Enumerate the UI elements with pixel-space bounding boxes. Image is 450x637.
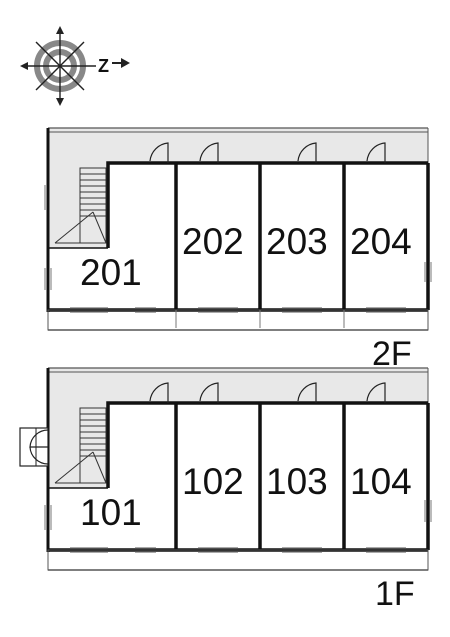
door-icon	[149, 382, 386, 403]
unit-103-label: 103	[266, 461, 328, 502]
unit-101-label: 101	[80, 492, 142, 533]
unit-203-label: 203	[266, 221, 328, 262]
unit-104-label: 104	[350, 461, 412, 502]
floor-2f-plan: 201 202 203 204 2F	[44, 127, 432, 373]
floor-2f-label: 2F	[372, 335, 412, 373]
unit-201-label: 201	[80, 252, 142, 293]
floor-1f-label: 1F	[375, 575, 415, 613]
stairs-2f	[54, 167, 107, 244]
door-icon	[149, 142, 386, 163]
floor-1f-plan: 101 102 103 104 1F	[19, 367, 432, 613]
unit-202-label: 202	[182, 221, 244, 262]
compass-icon: Z	[20, 26, 130, 106]
stairs-1f	[54, 407, 107, 484]
unit-204-label: 204	[350, 221, 412, 262]
unit-102-label: 102	[182, 461, 244, 502]
entrance-door-icon	[19, 427, 49, 467]
compass-north-letter: Z	[98, 56, 109, 76]
